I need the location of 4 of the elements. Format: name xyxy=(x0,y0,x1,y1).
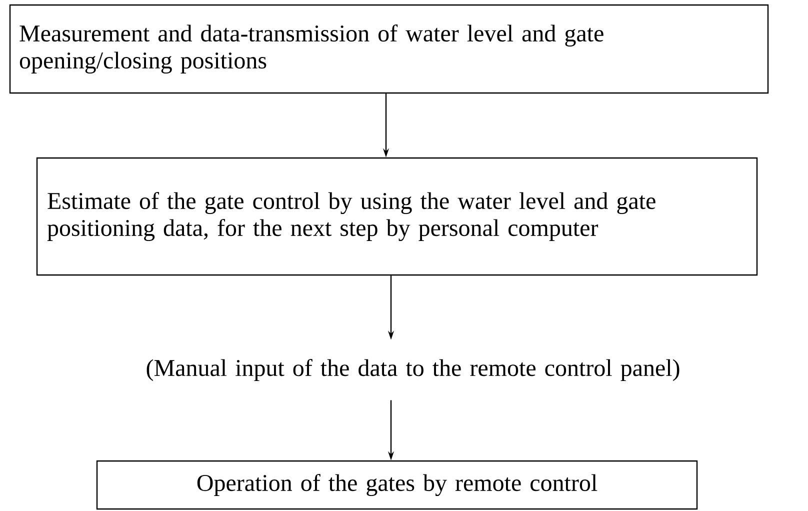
process-box: Operation of the gates by remote control xyxy=(96,460,698,510)
process-box: Measurement and data-transmission of water level and gate opening/closing positions xyxy=(9,4,769,94)
step-text: (Manual input of the data to the remote control panel) xyxy=(146,359,680,381)
process-box: Estimate of the gate control by using the water level and gate positioning data, for the next step by personal computer xyxy=(36,157,758,276)
